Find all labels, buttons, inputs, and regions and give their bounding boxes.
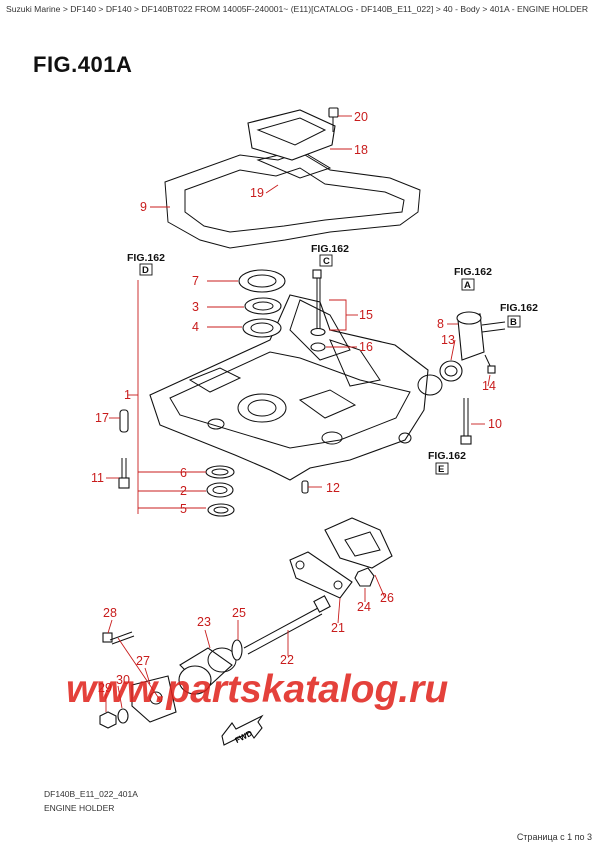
callout-17: 17 [95, 411, 109, 425]
o-ring-13 [439, 360, 463, 382]
bearing-2 [206, 482, 234, 498]
callout-7: 7 [192, 274, 199, 288]
svg-text:A: A [464, 280, 471, 291]
callout-19: 19 [250, 186, 264, 200]
callout-27: 27 [136, 654, 150, 668]
callout-24: 24 [357, 600, 371, 614]
callout-3: 3 [192, 300, 199, 314]
diagram-caption: ENGINE HOLDER [44, 803, 115, 813]
callout-28: 28 [103, 606, 117, 620]
callout-5: 5 [180, 502, 187, 516]
leader-lines [105, 115, 491, 712]
callout-12: 12 [326, 481, 340, 495]
callout-10: 10 [488, 417, 502, 431]
callout-4: 4 [192, 320, 199, 334]
figure-title: FIG.401A [33, 52, 133, 77]
bolt-14 [484, 354, 496, 374]
svg-text:C: C [323, 256, 330, 267]
bolt-10 [460, 398, 472, 445]
callout-14: 14 [482, 379, 496, 393]
bolt-15 [310, 269, 326, 352]
pin-17 [119, 409, 129, 433]
callout-26: 26 [380, 591, 394, 605]
bolt-20 [328, 107, 339, 132]
bearing-3 [244, 297, 282, 315]
figref-b[interactable]: FIG.162 B [500, 302, 538, 328]
seal-4 [242, 318, 282, 338]
callout-11: 11 [91, 471, 104, 485]
engine-holder-body [149, 294, 443, 481]
nut-24 [354, 567, 375, 587]
clamp-26 [324, 517, 393, 569]
svg-text:E: E [438, 464, 444, 475]
callout-1: 1 [124, 388, 131, 402]
svg-text:B: B [510, 317, 517, 328]
svg-text:FIG.162: FIG.162 [127, 252, 165, 264]
callout-22: 22 [280, 653, 294, 667]
figref-a[interactable]: FIG.162 A [454, 266, 492, 291]
callout-20: 20 [354, 110, 368, 124]
svg-text:FIG.162: FIG.162 [428, 450, 466, 462]
seal-5 [207, 503, 235, 517]
plate-21 [289, 551, 353, 599]
callout-21: 21 [331, 621, 345, 635]
seal-7 [238, 269, 286, 293]
cover-part [247, 109, 336, 161]
figref-c[interactable]: FIG.162 C [311, 243, 349, 267]
svg-text:FIG.162: FIG.162 [454, 266, 492, 278]
svg-text:FIG.162: FIG.162 [311, 243, 349, 255]
callout-2: 2 [180, 484, 187, 498]
callout-25: 25 [232, 606, 246, 620]
figref-d[interactable]: FIG.162 D [127, 252, 165, 276]
svg-text:D: D [142, 265, 149, 276]
breadcrumb[interactable]: Suzuki Marine > DF140 > DF140 > DF140BT0… [6, 4, 589, 14]
bushing-23 [178, 647, 237, 695]
catalog-code: DF140B_E11_022_401A [44, 789, 138, 799]
seal-6 [205, 465, 235, 479]
callout-23: 23 [197, 615, 211, 629]
mount-27 [131, 675, 177, 723]
callout-9: 9 [140, 200, 147, 214]
page-indicator: Страница с 1 по 3 [516, 832, 592, 842]
bolt-11 [118, 458, 130, 489]
pin-12 [301, 480, 309, 494]
svg-text:FIG.162: FIG.162 [500, 302, 538, 314]
callout-16: 16 [359, 340, 373, 354]
bolt-22 [243, 595, 331, 655]
nut-29 [99, 711, 117, 729]
watermark: www.partskatalog.ru [66, 668, 448, 711]
gasket-part [164, 149, 421, 249]
fwd-arrow: FWD [221, 714, 264, 746]
callout-13: 13 [441, 333, 455, 347]
bolt-28 [102, 631, 135, 645]
callout-29: 29 [98, 681, 112, 695]
callout-30: 30 [116, 673, 130, 687]
washer-25 [231, 639, 243, 661]
callout-8: 8 [437, 317, 444, 331]
callout-numbers: 1 2 3 4 5 6 7 8 9 10 11 12 13 14 15 16 1… [91, 110, 502, 695]
figref-e[interactable]: FIG.162 E [428, 450, 466, 475]
housing-8 [456, 311, 506, 361]
callout-18: 18 [354, 143, 368, 157]
callout-15: 15 [359, 308, 373, 322]
callout-6: 6 [180, 466, 187, 480]
washer-30 [117, 708, 129, 724]
